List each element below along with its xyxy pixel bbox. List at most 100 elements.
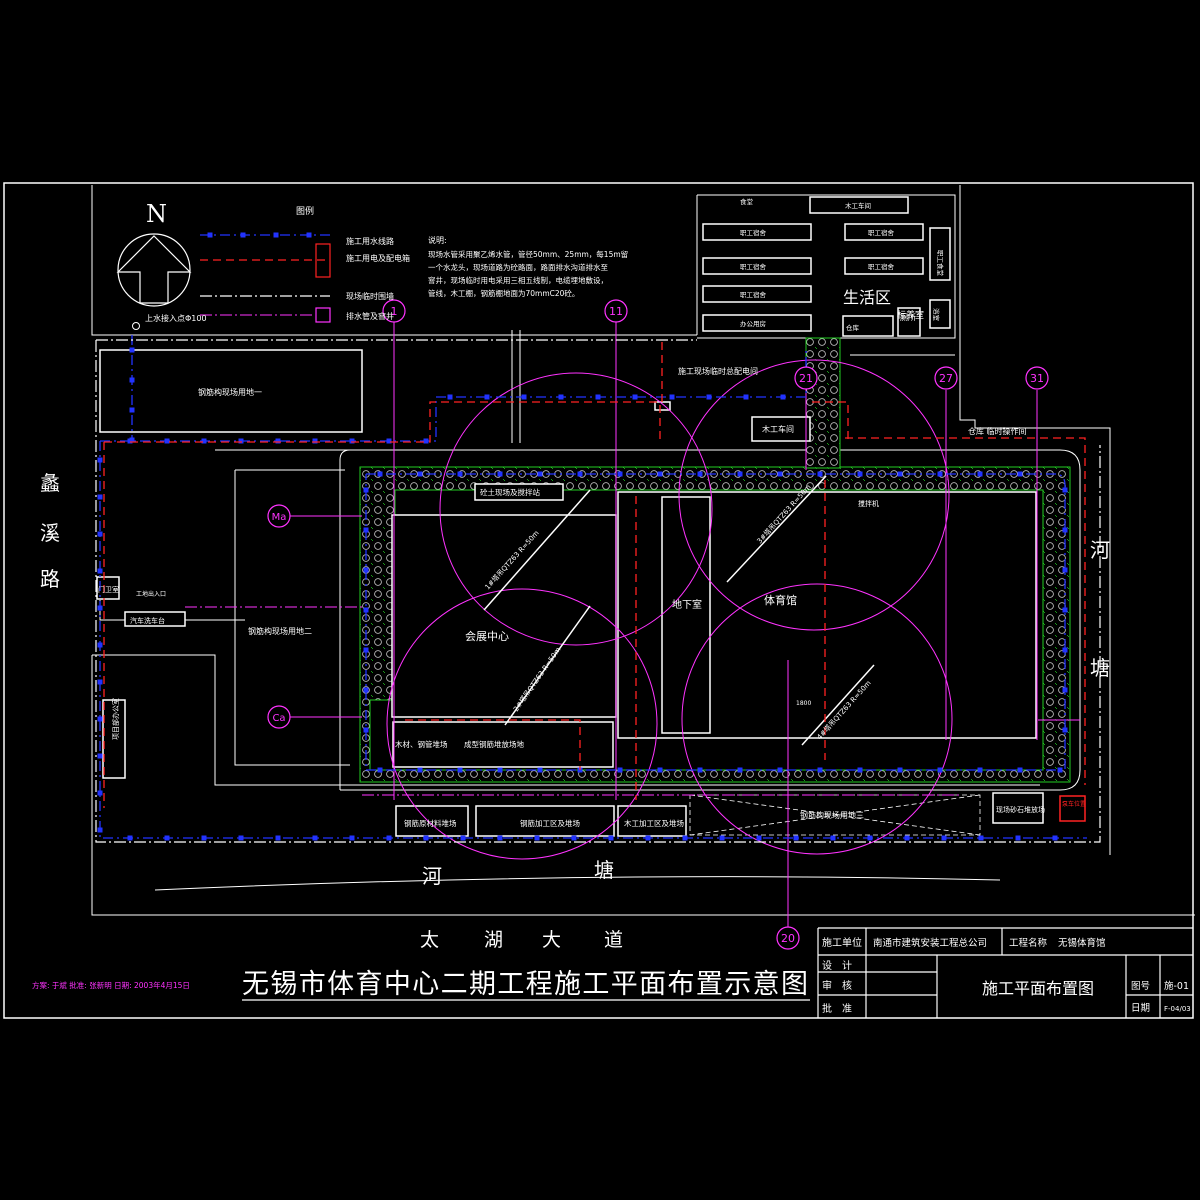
water-node xyxy=(349,835,355,841)
road-left-label: 路 xyxy=(40,567,60,591)
water-node xyxy=(897,471,903,477)
steel-yard-label: 钢筋构现场用地一 xyxy=(198,387,262,397)
tb-project-value: 无锡体育馆 xyxy=(1058,937,1106,949)
river-right-label: 塘 xyxy=(1090,656,1110,680)
steel-yard-label: 钢筋构现场用地三 xyxy=(800,810,864,820)
water-node xyxy=(867,835,873,841)
warehouse-label: 仓库 临时操作间 xyxy=(968,426,1027,436)
water-node xyxy=(571,835,577,841)
tb-no-value: 施-01 xyxy=(1164,980,1189,992)
water-node xyxy=(1017,767,1023,773)
water-node xyxy=(377,471,383,477)
legend-item: 施工用水线路 xyxy=(346,236,394,246)
water-node xyxy=(377,767,383,773)
water-node xyxy=(706,394,712,400)
tb-date-value: F-04/03 xyxy=(1164,1005,1191,1013)
water-node xyxy=(349,438,355,444)
axis-bubble-label: 20 xyxy=(781,932,795,945)
water-node xyxy=(363,687,369,693)
north-label: N xyxy=(146,200,167,228)
notes-line: 窨井，现场临时用电采用三相五线制，电缆埋地敷设， xyxy=(428,275,608,285)
water-node xyxy=(1062,487,1068,493)
drawing-title: 无锡市体育中心二期工程施工平面布置示意图 xyxy=(242,969,808,1000)
water-node xyxy=(537,471,543,477)
title-block xyxy=(817,927,1193,1018)
axis-bubble-label: 1 xyxy=(391,305,398,318)
water-node xyxy=(645,835,651,841)
tb-row-label: 设 计 xyxy=(822,959,852,972)
water-node xyxy=(1015,835,1021,841)
water-node xyxy=(941,835,947,841)
gym-label: 体育馆 xyxy=(764,593,797,607)
tb-drawing-name: 施工平面布置图 xyxy=(982,979,1094,998)
water-node xyxy=(737,767,743,773)
water-node xyxy=(129,437,135,443)
water-node xyxy=(312,438,318,444)
axis-bubble-label: 21 xyxy=(799,372,813,385)
axis-bubble xyxy=(794,366,818,390)
water-node xyxy=(780,394,786,400)
water-node xyxy=(417,471,423,477)
steel-raw-label: 钢筋原材料堆场 xyxy=(404,818,457,828)
water-node xyxy=(497,835,503,841)
water-node xyxy=(201,835,207,841)
water-node xyxy=(201,438,207,444)
tb-unit-label: 施工单位 xyxy=(822,936,862,949)
dimension-label: 1800 xyxy=(796,700,811,707)
axis-bubble xyxy=(382,299,406,323)
notes-line: 现场水管采用聚乙烯水管，管径50mm、25mm，每15m留 xyxy=(428,249,628,259)
water-node xyxy=(977,471,983,477)
water-node xyxy=(363,727,369,733)
water-node xyxy=(386,835,392,841)
wood-area-label: 木材、钢管堆场 xyxy=(395,739,448,749)
water-node xyxy=(484,394,490,400)
wc-label: 厕所 xyxy=(900,312,916,322)
water-node xyxy=(275,835,281,841)
water-node xyxy=(719,835,725,841)
water-node xyxy=(423,835,429,841)
water-node xyxy=(97,827,103,833)
water-node xyxy=(657,767,663,773)
water-node xyxy=(608,835,614,841)
water-node xyxy=(240,232,246,238)
water-node xyxy=(897,767,903,773)
water-node xyxy=(617,471,623,477)
water-node xyxy=(207,232,213,238)
road-left-label: 溪 xyxy=(40,521,60,545)
car-wash-label: 汽车洗车台 xyxy=(130,616,165,625)
tb-project-label: 工程名称 xyxy=(1009,937,1048,949)
site-cross-label: 砼土现场及搅拌站 xyxy=(480,487,540,497)
axis-bubbles xyxy=(267,299,1049,950)
river-bottom-label: 塘 xyxy=(594,858,614,882)
water-node xyxy=(669,394,675,400)
road-bottom-label: 道 xyxy=(604,929,623,951)
water-node xyxy=(1062,727,1068,733)
water-node xyxy=(978,835,984,841)
water-node xyxy=(129,407,135,413)
water-node xyxy=(306,232,312,238)
water-node xyxy=(697,767,703,773)
water-node xyxy=(857,767,863,773)
water-node xyxy=(97,753,103,759)
water-node xyxy=(577,471,583,477)
crane-arms xyxy=(483,475,875,746)
guard-label: 门卫室 xyxy=(98,585,119,594)
axis-bubble-label: 11 xyxy=(609,305,623,318)
water-node xyxy=(127,835,133,841)
water-node xyxy=(1052,835,1058,841)
water-node xyxy=(857,471,863,477)
water-node xyxy=(521,394,527,400)
water-node xyxy=(238,438,244,444)
water-node xyxy=(97,457,103,463)
water-node xyxy=(793,835,799,841)
pump-label: 泵车位置 xyxy=(1062,800,1086,808)
water-node xyxy=(1062,527,1068,533)
water-node xyxy=(386,438,392,444)
buildings xyxy=(96,196,1086,837)
axis-bubble xyxy=(1025,366,1049,390)
legend-item: 现场临时围墙 xyxy=(346,291,394,301)
water-node xyxy=(558,394,564,400)
water-node xyxy=(97,716,103,722)
water-node xyxy=(129,377,135,383)
tb-date-label: 日期 xyxy=(1131,1003,1150,1014)
